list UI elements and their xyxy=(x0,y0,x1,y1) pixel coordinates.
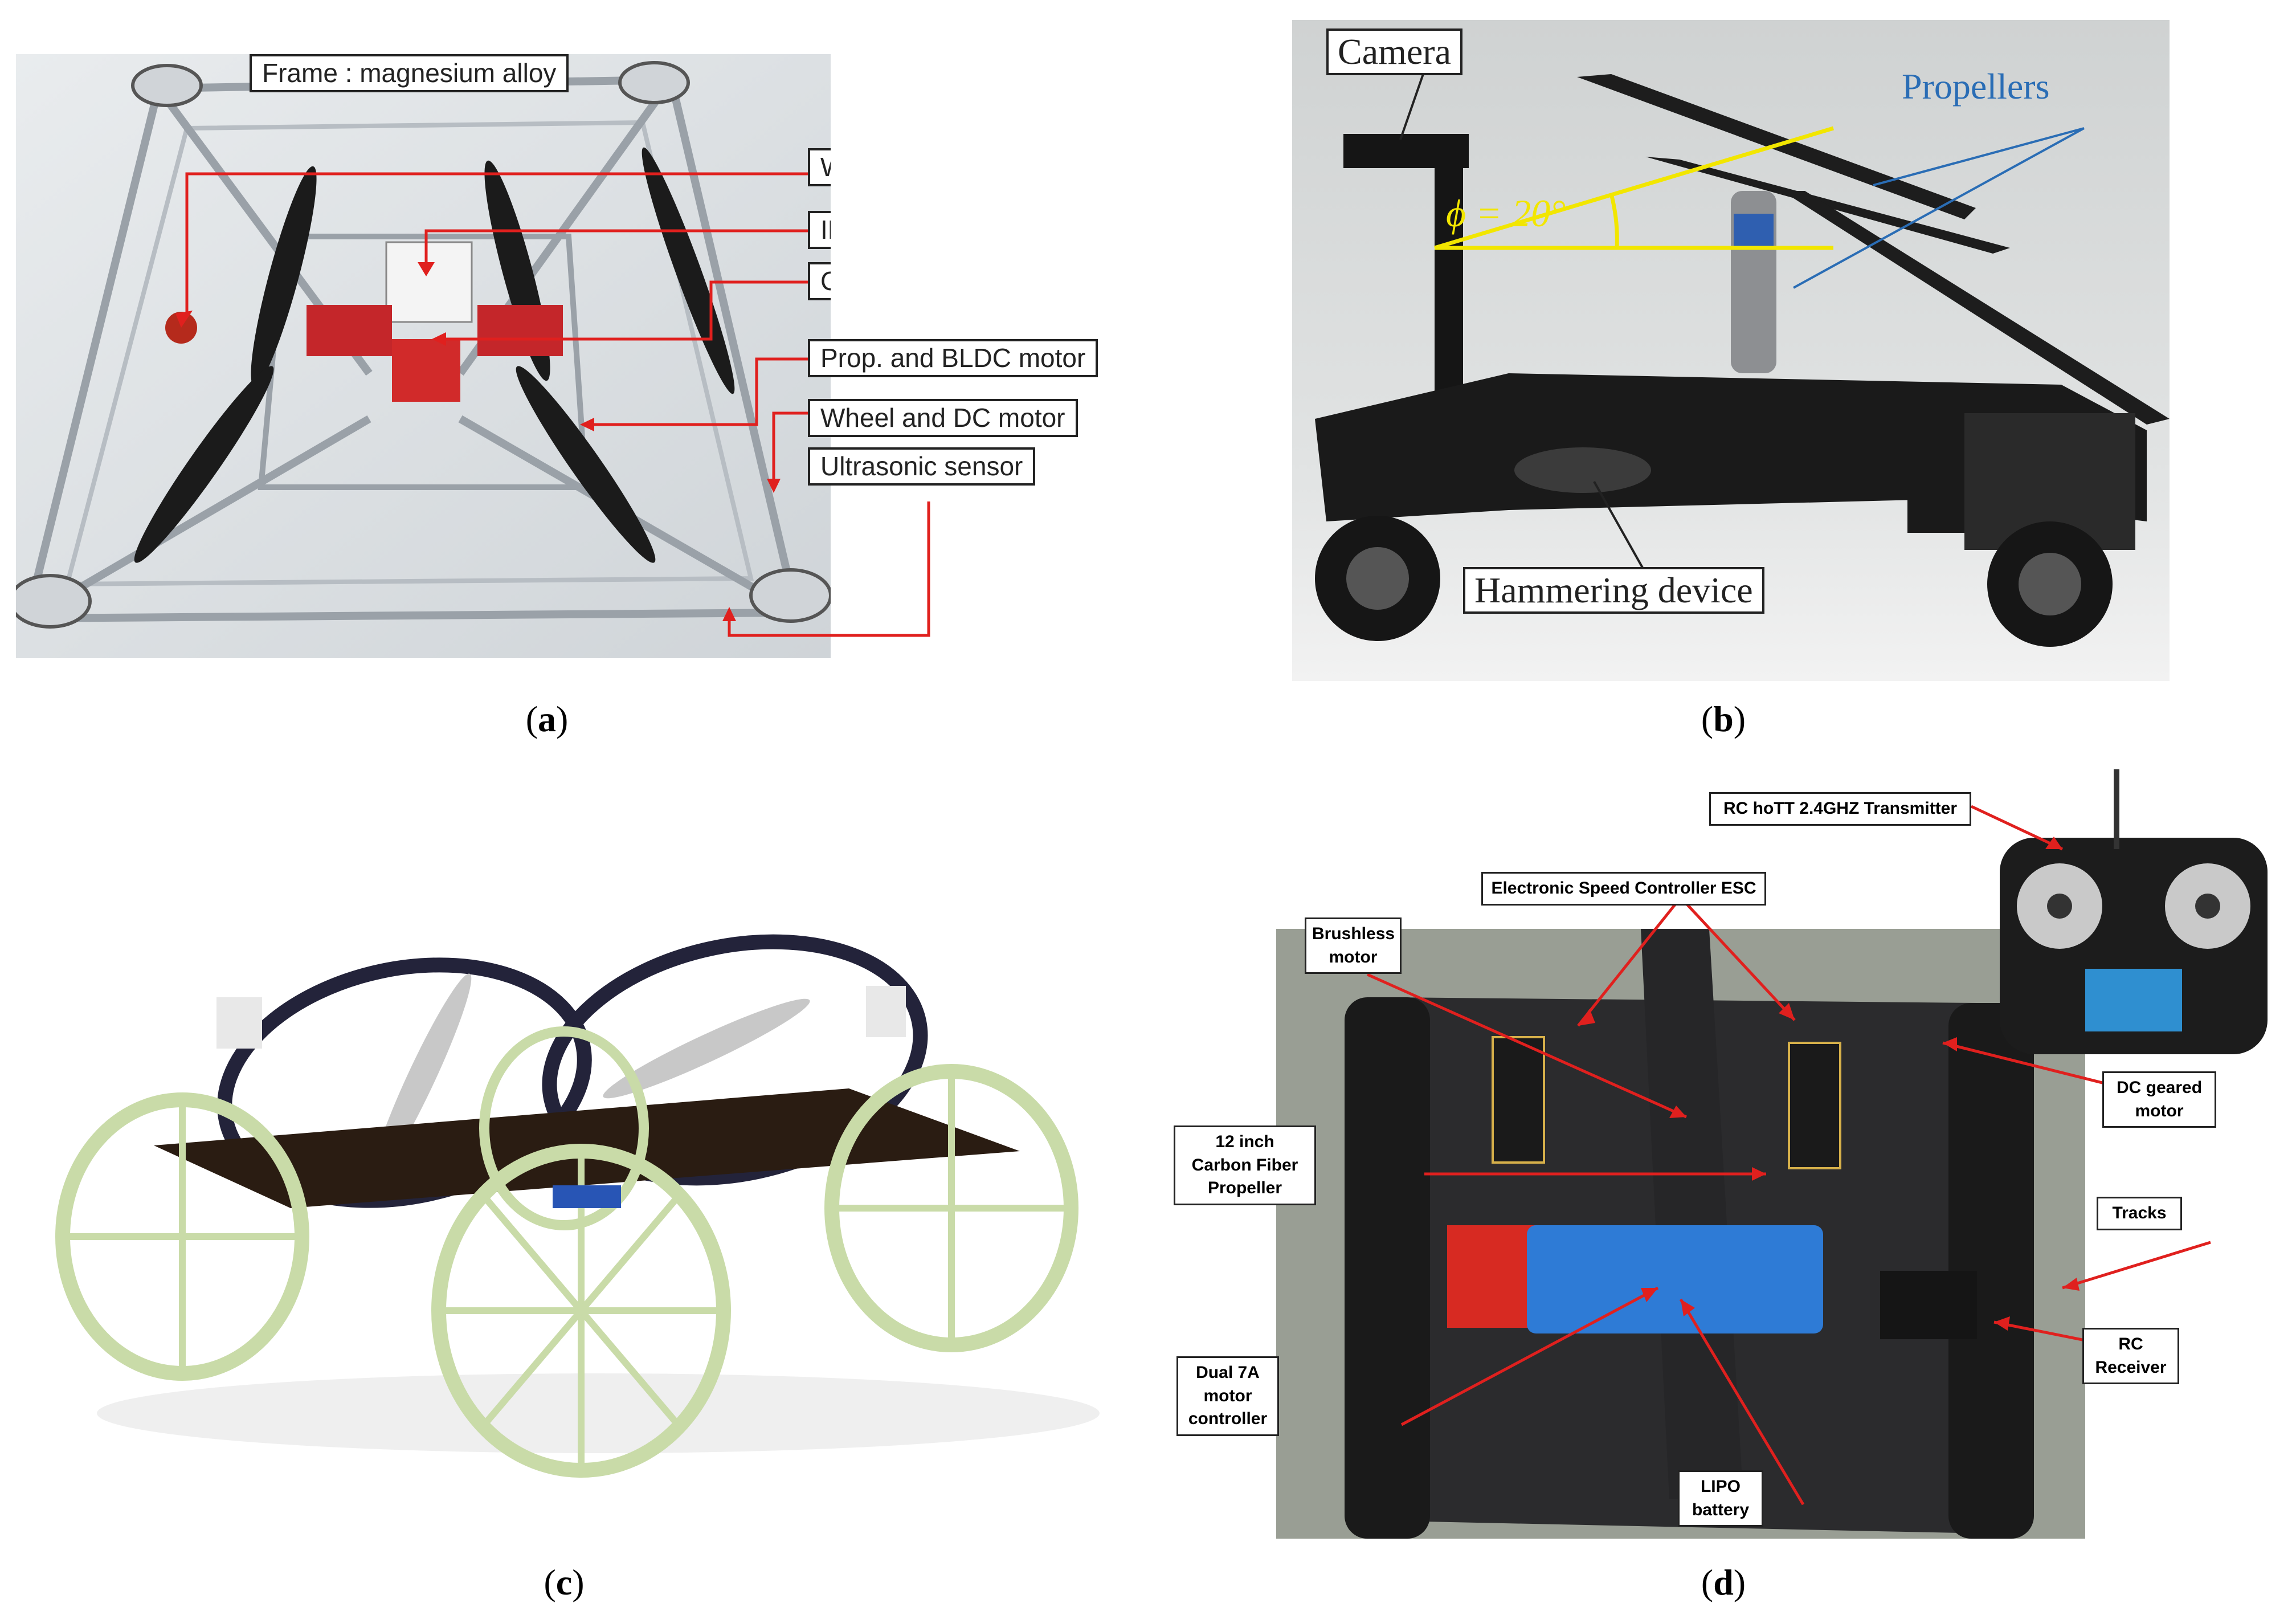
label-dc-geared-motor: DC geared motor xyxy=(2102,1071,2216,1128)
label-dual-motor-controller: Dual 7A motor controller xyxy=(1176,1356,1279,1436)
imu-box xyxy=(385,241,473,323)
label-camera: Camera xyxy=(1326,28,1462,76)
label-lipo-battery: LIPO battery xyxy=(1678,1470,1763,1527)
hammering-pointer xyxy=(1593,481,1647,573)
label-prop-bldc: Prop. and BLDC motor xyxy=(808,339,1098,377)
modules-c xyxy=(216,986,906,1208)
wheels-b xyxy=(1315,516,2113,647)
esc-boards xyxy=(1492,1036,1841,1169)
angle-lines xyxy=(1433,126,1835,250)
caption-a: (a) xyxy=(525,699,569,739)
motor-controller xyxy=(1447,1225,1538,1328)
caption-b: (b) xyxy=(1701,699,1746,739)
battery-left xyxy=(307,305,392,356)
label-ultrasonic: Ultrasonic sensor xyxy=(808,447,1036,486)
label-transmitter: RC hoTT 2.4GHZ Transmitter xyxy=(1709,792,1971,826)
carbon-propeller xyxy=(1641,929,1743,1499)
label-wireless-camera: Wireless camera xyxy=(808,148,831,186)
panel-d-photo xyxy=(1276,929,2085,1539)
label-rc-receiver: RC Receiver xyxy=(2082,1328,2179,1384)
panel-a-illustration xyxy=(16,54,831,658)
hammering-device-unit xyxy=(1514,447,1651,493)
label-propellers: Propellers xyxy=(1902,66,2050,107)
wheels xyxy=(16,61,831,629)
pointer-lines-d xyxy=(1366,805,2211,1506)
caption-d: (d) xyxy=(1701,1562,1746,1602)
pointer-lines-a xyxy=(185,172,808,487)
label-angle: ϕ = 20° xyxy=(1446,191,1566,235)
label-imu: IMU xyxy=(808,211,831,249)
chassis xyxy=(1315,373,2147,550)
panel-d-illustration xyxy=(1276,929,2085,1539)
pointer-heads-a xyxy=(175,262,781,493)
ground-shadow xyxy=(97,1373,1100,1453)
label-esc: Electronic Speed Controller ESC xyxy=(1481,872,1766,906)
rc-receiver-unit xyxy=(1880,1271,1977,1339)
label-tracks: Tracks xyxy=(2097,1197,2182,1230)
panel-c-photo xyxy=(51,912,1122,1482)
control-board xyxy=(392,339,460,402)
lipo-battery-pack xyxy=(1527,1225,1823,1333)
tracks-d xyxy=(1345,997,2034,1539)
camera-pointer xyxy=(1399,74,1424,140)
label-wheel-dc: Wheel and DC motor xyxy=(808,399,1078,437)
label-propeller: 12 inch Carbon Fiber Propeller xyxy=(1174,1125,1316,1205)
battery-right xyxy=(477,305,563,356)
label-control-circuit: Control circuit xyxy=(808,262,831,300)
label-frame: Frame : magnesium alloy xyxy=(250,54,569,92)
panel-c-illustration xyxy=(51,912,1122,1482)
panel-b-photo: Camera Propellers ϕ = 20° Hammering devi… xyxy=(1292,20,2170,681)
rc-transmitter-illustration xyxy=(2000,769,2268,1054)
caption-c: (c) xyxy=(544,1562,585,1602)
label-brushless-motor: Brushless motor xyxy=(1305,917,1402,974)
panel-a-photo: Frame : magnesium alloy Wireless camera … xyxy=(16,54,831,658)
propeller-pointers xyxy=(1793,127,2085,289)
label-hammering-device: Hammering device xyxy=(1463,567,1764,614)
ultrasonic-pointer xyxy=(722,501,930,637)
